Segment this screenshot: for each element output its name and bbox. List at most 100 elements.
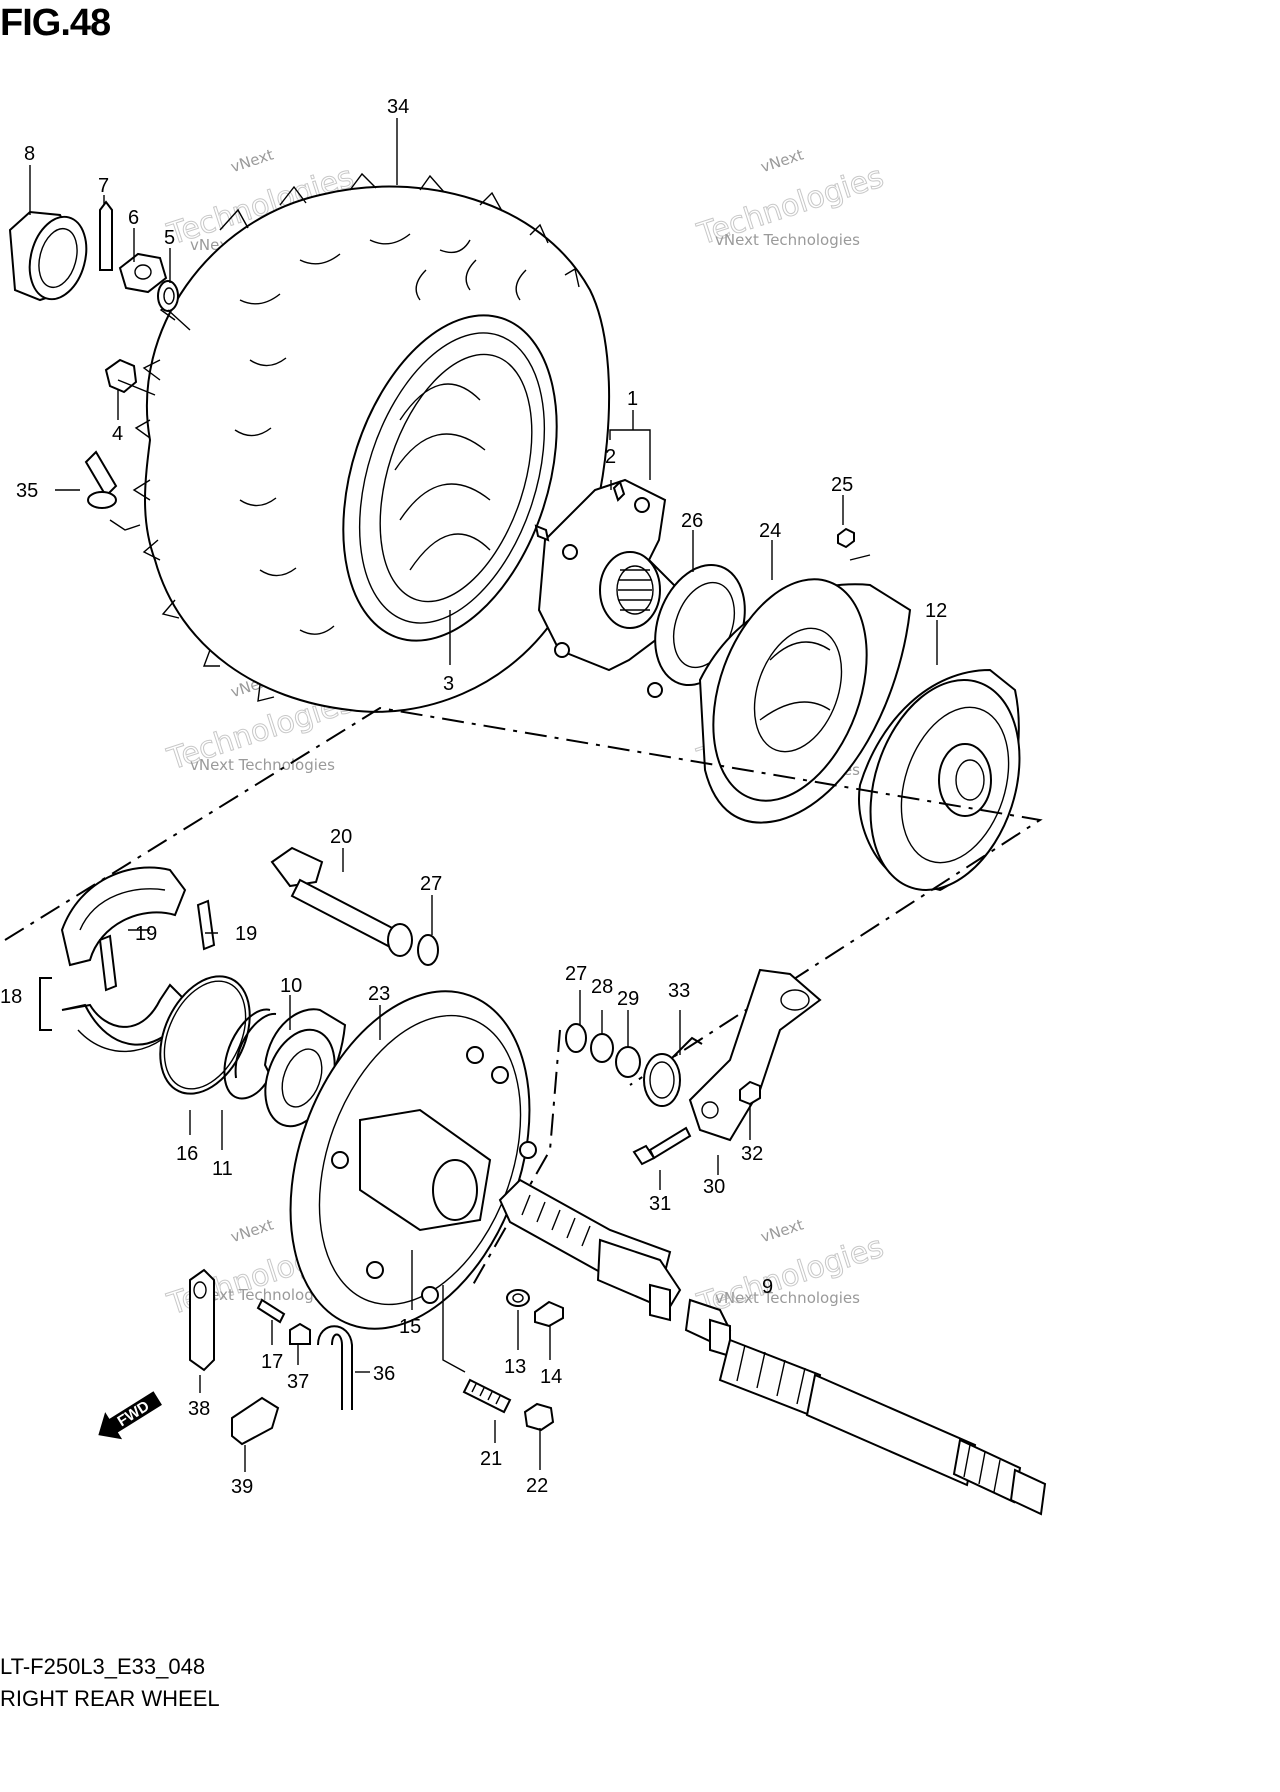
- wheel-nut: [104, 358, 138, 394]
- callout-31: 31: [649, 1193, 671, 1215]
- watermark-line-text: vNext Technologies: [715, 1289, 860, 1307]
- callout-labels: 34 8 7 6 5 4 35 1 2 26 24 25 12 3 20 27 …: [0, 96, 947, 1498]
- o-ring-small: [417, 934, 439, 966]
- return-spring: [643, 1036, 703, 1107]
- washer-hole: [163, 287, 175, 305]
- callout-37: 37: [287, 1371, 309, 1393]
- callout-28: 28: [591, 976, 613, 998]
- callout-32: 32: [741, 1143, 763, 1165]
- callout-33: 33: [668, 980, 690, 1002]
- lever-nut: [739, 1080, 761, 1106]
- lever-bolt: [632, 1126, 692, 1166]
- watermark-top-text: vNext: [228, 1215, 275, 1246]
- callout-6: 6: [128, 207, 139, 229]
- hose-36: [317, 1325, 353, 1410]
- nut-22: [523, 1402, 555, 1432]
- callout-4: 4: [112, 423, 123, 445]
- tire-tread: [219, 172, 580, 288]
- callout-2: 2: [605, 446, 616, 468]
- watermark-top-text: vNext: [228, 145, 275, 176]
- callout-21: 21: [480, 1448, 502, 1470]
- callout-5: 5: [164, 227, 175, 249]
- clamp-38: [189, 1268, 215, 1372]
- callout-20: 20: [330, 826, 352, 848]
- callout-29: 29: [617, 988, 639, 1010]
- drawing-name: RIGHT REAR WHEEL: [0, 1686, 220, 1711]
- brake-panel: [289, 990, 537, 1330]
- callout-27: 27: [420, 873, 442, 895]
- callout-3: 3: [443, 673, 454, 695]
- tire-tread: [132, 299, 275, 702]
- o-ring: [159, 975, 251, 1095]
- rear-axle: [498, 1178, 1047, 1516]
- watermark-top-text: vNext: [758, 1215, 805, 1246]
- callout-8: 8: [24, 143, 35, 165]
- tire-assembly: [132, 172, 611, 713]
- castle-nut: [118, 252, 168, 294]
- leader-lines: [29, 118, 938, 1472]
- rim-inner: [379, 353, 533, 603]
- callout-11: 11: [212, 1158, 233, 1180]
- shoe-spring: [196, 899, 216, 951]
- brake-cam-shaft: [270, 846, 413, 957]
- watermark-line-text: vNext Technologies: [190, 1286, 335, 1304]
- callout-39: 39: [231, 1476, 253, 1498]
- circlip: [223, 1008, 271, 1100]
- callout-38: 38: [188, 1398, 210, 1420]
- o-ring-cam: [565, 1023, 587, 1053]
- callout-17: 17: [261, 1351, 283, 1373]
- watermark-top-text: vNext: [758, 145, 805, 176]
- figure-title: FIG.48: [0, 2, 111, 44]
- callout-24: 24: [759, 520, 781, 542]
- washer-13-hole: [512, 1293, 524, 1303]
- callout-18: 18: [0, 986, 22, 1008]
- callout-19: 19: [135, 923, 157, 945]
- rim-lip: [358, 332, 546, 624]
- tire-tread: [415, 259, 527, 301]
- rim-grooves: [394, 383, 491, 571]
- hub: [534, 478, 681, 698]
- valve-stem: [84, 450, 118, 509]
- callout-19: 19: [235, 923, 257, 945]
- circlip: [234, 1012, 277, 1079]
- hub-cap: [8, 210, 88, 302]
- o-ring-inner: [163, 980, 247, 1090]
- watermark-big-text: Technologies: [693, 1229, 888, 1322]
- shim: [590, 1033, 614, 1063]
- clip-37: [289, 1322, 311, 1345]
- callout-10: 10: [280, 975, 302, 997]
- clamp-39: [231, 1396, 280, 1446]
- watermark-line-text: vNext Technologies: [715, 231, 860, 249]
- plug-17: [256, 1298, 286, 1324]
- bolt-14: [534, 1300, 564, 1328]
- forward-direction-arrow: FWD: [98, 1391, 162, 1440]
- callout-27: 27: [565, 963, 587, 985]
- brake-drum: [858, 668, 1021, 892]
- callout-35: 35: [16, 480, 38, 502]
- stud-bolt-21: [462, 1378, 512, 1414]
- callout-34: 34: [387, 96, 409, 118]
- group-bracket-upper: [4, 706, 1043, 1086]
- callout-25: 25: [831, 474, 853, 496]
- drawing-code: LT-F250L3_E33_048: [0, 1654, 206, 1679]
- group-bracket-lower: [469, 1029, 561, 1291]
- callout-16: 16: [176, 1143, 198, 1165]
- callout-30: 30: [703, 1176, 725, 1198]
- callout-26: 26: [681, 510, 703, 532]
- watermark-line-text: vNext Technologies: [190, 756, 335, 774]
- bracket-18: [39, 977, 52, 1031]
- callout-36: 36: [373, 1363, 395, 1385]
- brake-cam-lever: [688, 968, 822, 1142]
- callout-13: 13: [504, 1356, 526, 1378]
- shoe-spring: [98, 934, 118, 992]
- callout-22: 22: [526, 1475, 548, 1497]
- callout-12: 12: [925, 600, 947, 622]
- washer-13: [506, 1289, 530, 1307]
- washer: [157, 280, 179, 312]
- callout-14: 14: [540, 1366, 562, 1388]
- tire-tread: [234, 233, 471, 635]
- callout-9: 9: [762, 1276, 773, 1298]
- callout-15: 15: [399, 1316, 421, 1338]
- rim: [342, 314, 558, 642]
